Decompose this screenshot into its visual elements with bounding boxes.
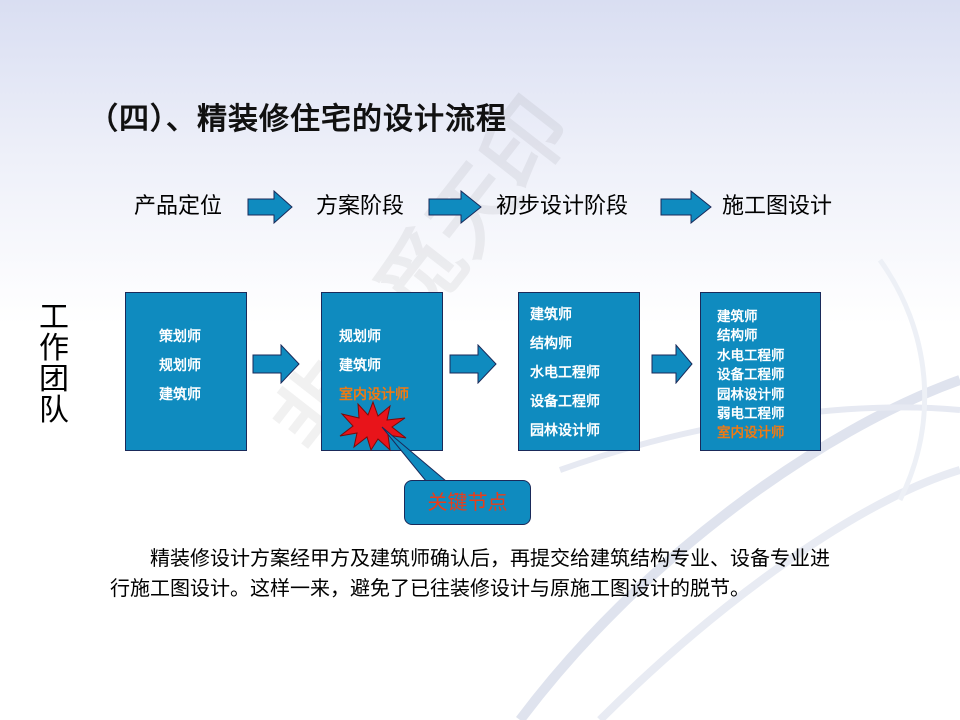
- description-paragraph: 精装修设计方案经甲方及建筑师确认后，再提交给建筑结构专业、设备专业进行施工图设计…: [110, 546, 830, 600]
- team-member: 建筑师: [159, 387, 201, 403]
- team-box-product-positioning: 策划师 规划师 建筑师: [125, 292, 247, 451]
- team-label-char: 作: [39, 331, 69, 366]
- stage-arrow-1: [247, 190, 293, 224]
- team-arrow-3: [651, 344, 693, 384]
- stage-construction-drawing: 施工图设计: [722, 194, 833, 219]
- team-box-construction-drawing: 建筑师 结构师 水电工程师 设备工程师 园林设计师 弱电工程师 室内设计师: [700, 292, 821, 451]
- team-member: 园林设计师: [717, 386, 785, 403]
- stage-arrow-3: [660, 190, 712, 224]
- team-box-preliminary-design: 建筑师 结构师 水电工程师 设备工程师 园林设计师: [518, 292, 640, 451]
- team-member: 建筑师: [530, 307, 572, 323]
- team-label: 工 作 团 队: [36, 302, 72, 426]
- callout-pointer: [381, 426, 448, 482]
- team-member-highlight: 室内设计师: [717, 425, 785, 442]
- key-node-callout: 关键节点: [404, 480, 531, 525]
- team-member: 规划师: [159, 358, 201, 374]
- team-label-char: 队: [39, 393, 69, 428]
- stage-scheme: 方案阶段: [316, 194, 405, 219]
- stage-preliminary-design: 初步设计阶段: [496, 194, 629, 219]
- team-member: 结构师: [530, 336, 572, 352]
- page-title: （四）、精装修住宅的设计流程: [88, 102, 507, 137]
- team-member: 规划师: [339, 329, 381, 345]
- team-member: 园林设计师: [530, 423, 600, 439]
- team-member: 水电工程师: [717, 347, 785, 364]
- team-label-char: 团: [39, 362, 69, 397]
- key-node-burst-icon: [339, 400, 407, 452]
- team-member: 建筑师: [339, 358, 381, 374]
- team-member: 设备工程师: [530, 394, 600, 410]
- team-member: 策划师: [159, 329, 201, 345]
- team-member: 设备工程师: [717, 367, 785, 384]
- team-member: 建筑师: [717, 309, 758, 325]
- team-member: 结构师: [717, 328, 758, 345]
- team-member: 水电工程师: [530, 365, 600, 381]
- stage-product-positioning: 产品定位: [134, 194, 223, 219]
- team-member: 弱电工程师: [717, 405, 785, 422]
- stage-arrow-2: [428, 190, 482, 224]
- team-arrow-1: [252, 344, 300, 384]
- team-member-highlight: 室内设计师: [339, 387, 409, 403]
- team-label-char: 工: [39, 300, 69, 335]
- team-arrow-2: [449, 344, 497, 384]
